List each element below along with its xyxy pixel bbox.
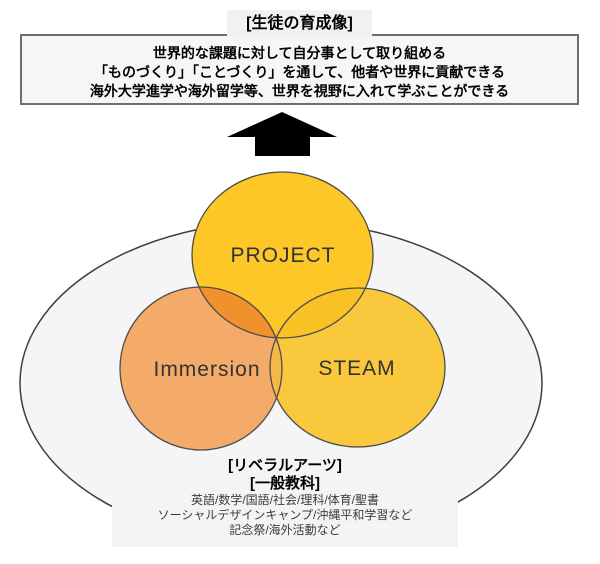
subjects-line-3: 記念祭/海外活動など (229, 523, 341, 537)
goal-box: 世界的な課題に対して自分事として取り組める 「ものづくり」「ことづくり」を通して… (20, 34, 579, 105)
goal-line-1: 世界的な課題に対して自分事として取り組める (152, 45, 447, 61)
page-title: [生徒の育成像] (227, 10, 372, 37)
steam-circle-outline (269, 287, 446, 448)
project-immersion-overlap (192, 287, 282, 338)
subjects-line-1: 英語/数学/国語/社会/理科/体育/聖書 (190, 493, 379, 507)
steam-label: STEAM (318, 357, 395, 380)
project-label: PROJECT (230, 244, 335, 267)
liberal-arts-heading: [リベラルアーツ] (228, 457, 342, 474)
project-steam-overlap (270, 288, 373, 338)
subjects-line-2: ソーシャルデザインキャンプ/沖縄平和学習など (157, 508, 413, 522)
project-circle-outline (191, 171, 374, 339)
immersion-circle-outline (119, 286, 283, 451)
general-subjects-heading: [一般教科] (250, 475, 320, 492)
goal-line-2: 「ものづくり」「ことづくり」を通して、他者や世界に貢献できる (93, 64, 506, 80)
up-arrow-icon (227, 112, 337, 156)
goal-line-3: 海外大学進学や海外留学等、世界を視野に入れて学ぶことができる (89, 83, 510, 99)
liberal-arts-box: [リベラルアーツ] [一般教科] 英語/数学/国語/社会/理科/体育/聖書 ソー… (112, 455, 458, 547)
immersion-label: Immersion (153, 358, 260, 381)
